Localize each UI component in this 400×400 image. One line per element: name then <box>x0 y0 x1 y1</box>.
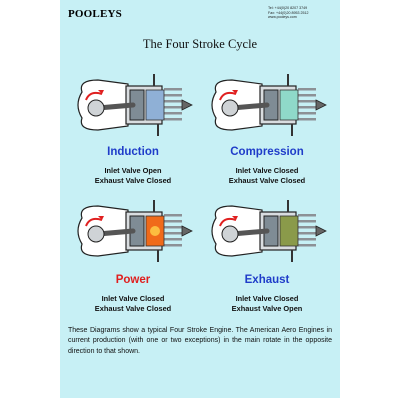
exhaust-valve-state: Exhaust Valve Open <box>231 304 303 313</box>
cooling-fin <box>164 100 182 103</box>
cooling-fin <box>164 220 182 223</box>
cooling-fin <box>164 106 182 109</box>
cooling-fin <box>298 88 316 91</box>
stroke-name: Exhaust <box>244 274 290 286</box>
exhaust-valve-state: Exhaust Valve Closed <box>94 176 172 185</box>
combustion-chamber <box>279 215 299 247</box>
cooling-fin <box>298 244 316 247</box>
spark-plug <box>315 99 327 111</box>
contact-fax: Fax: +44(0)20 8953 2512 <box>268 10 309 15</box>
page-title: The Four Stroke Cycle <box>142 37 258 51</box>
cooling-fin <box>298 238 316 241</box>
spark-plug <box>181 225 193 237</box>
cooling-fin <box>298 118 316 121</box>
cooling-fin <box>164 118 182 121</box>
inlet-valve-state: Inlet Valve Closed <box>101 294 165 303</box>
cooling-fin <box>164 232 182 235</box>
cooling-fin <box>298 112 316 115</box>
rotation-arrow-head <box>98 90 104 94</box>
contact-tel: Tel: +44(0)20 8207 3749 <box>268 6 308 10</box>
spark-plug <box>181 99 193 111</box>
spark-plug <box>315 225 327 237</box>
rotation-arrow-head <box>232 216 238 220</box>
cooling-fin <box>164 112 182 115</box>
engine-diagram-induction <box>77 74 193 136</box>
contact-web: www.pooleys.com <box>268 15 297 20</box>
engine-diagram-compression <box>211 74 327 136</box>
poster-card: POOLEYS Tel: +44(0)20 8207 3749 Fax: +44… <box>60 0 340 398</box>
stroke-compression: Compression Inlet Valve Closed Exhaust V… <box>202 70 332 220</box>
cooling-fin <box>298 94 316 97</box>
stroke-power: Power Inlet Valve Closed Exhaust Valve C… <box>68 196 198 346</box>
rotation-arrow <box>219 91 237 101</box>
rotation-arrow <box>85 91 103 101</box>
cooling-fin <box>298 220 316 223</box>
engine-diagram-power <box>77 200 193 262</box>
crankshaft <box>221 225 239 243</box>
stroke-name: Compression <box>230 146 304 158</box>
inlet-valve-state: Inlet Valve Open <box>104 166 162 175</box>
description-text: These Diagrams show a typical Four Strok… <box>68 327 332 355</box>
stroke-name: Induction <box>107 146 159 158</box>
cooling-fin <box>164 94 182 97</box>
exhaust-valve-state: Exhaust Valve Closed <box>228 176 306 185</box>
cooling-fin <box>164 88 182 91</box>
inlet-valve-state: Inlet Valve Closed <box>235 294 299 303</box>
rotation-arrow-head <box>232 90 238 94</box>
cooling-fin <box>164 238 182 241</box>
cooling-fin <box>164 244 182 247</box>
ignition-flash <box>150 226 160 236</box>
rotation-arrow <box>85 217 103 227</box>
cooling-fin <box>164 226 182 229</box>
crankshaft <box>87 99 105 117</box>
brand-logo: POOLEYS <box>68 8 122 20</box>
combustion-chamber <box>145 89 165 121</box>
rotation-arrow-head <box>98 216 104 220</box>
cooling-fin <box>298 226 316 229</box>
stroke-name: Power <box>115 274 151 286</box>
cooling-fin <box>164 214 182 217</box>
crankshaft <box>221 99 239 117</box>
exhaust-valve-state: Exhaust Valve Closed <box>94 304 172 313</box>
cooling-fin <box>298 106 316 109</box>
crankshaft <box>87 225 105 243</box>
stroke-induction: Induction Inlet Valve Open Exhaust Valve… <box>68 70 198 220</box>
combustion-chamber <box>279 89 299 121</box>
cooling-fin <box>298 232 316 235</box>
contact-info: Tel: +44(0)20 8207 3749 Fax: +44(0)20 89… <box>268 6 332 20</box>
cooling-fin <box>298 100 316 103</box>
cooling-fin <box>298 214 316 217</box>
engine-diagram-exhaust <box>211 200 327 262</box>
inlet-valve-state: Inlet Valve Closed <box>235 166 299 175</box>
rotation-arrow <box>219 217 237 227</box>
stroke-exhaust: Exhaust Inlet Valve Closed Exhaust Valve… <box>202 196 332 346</box>
